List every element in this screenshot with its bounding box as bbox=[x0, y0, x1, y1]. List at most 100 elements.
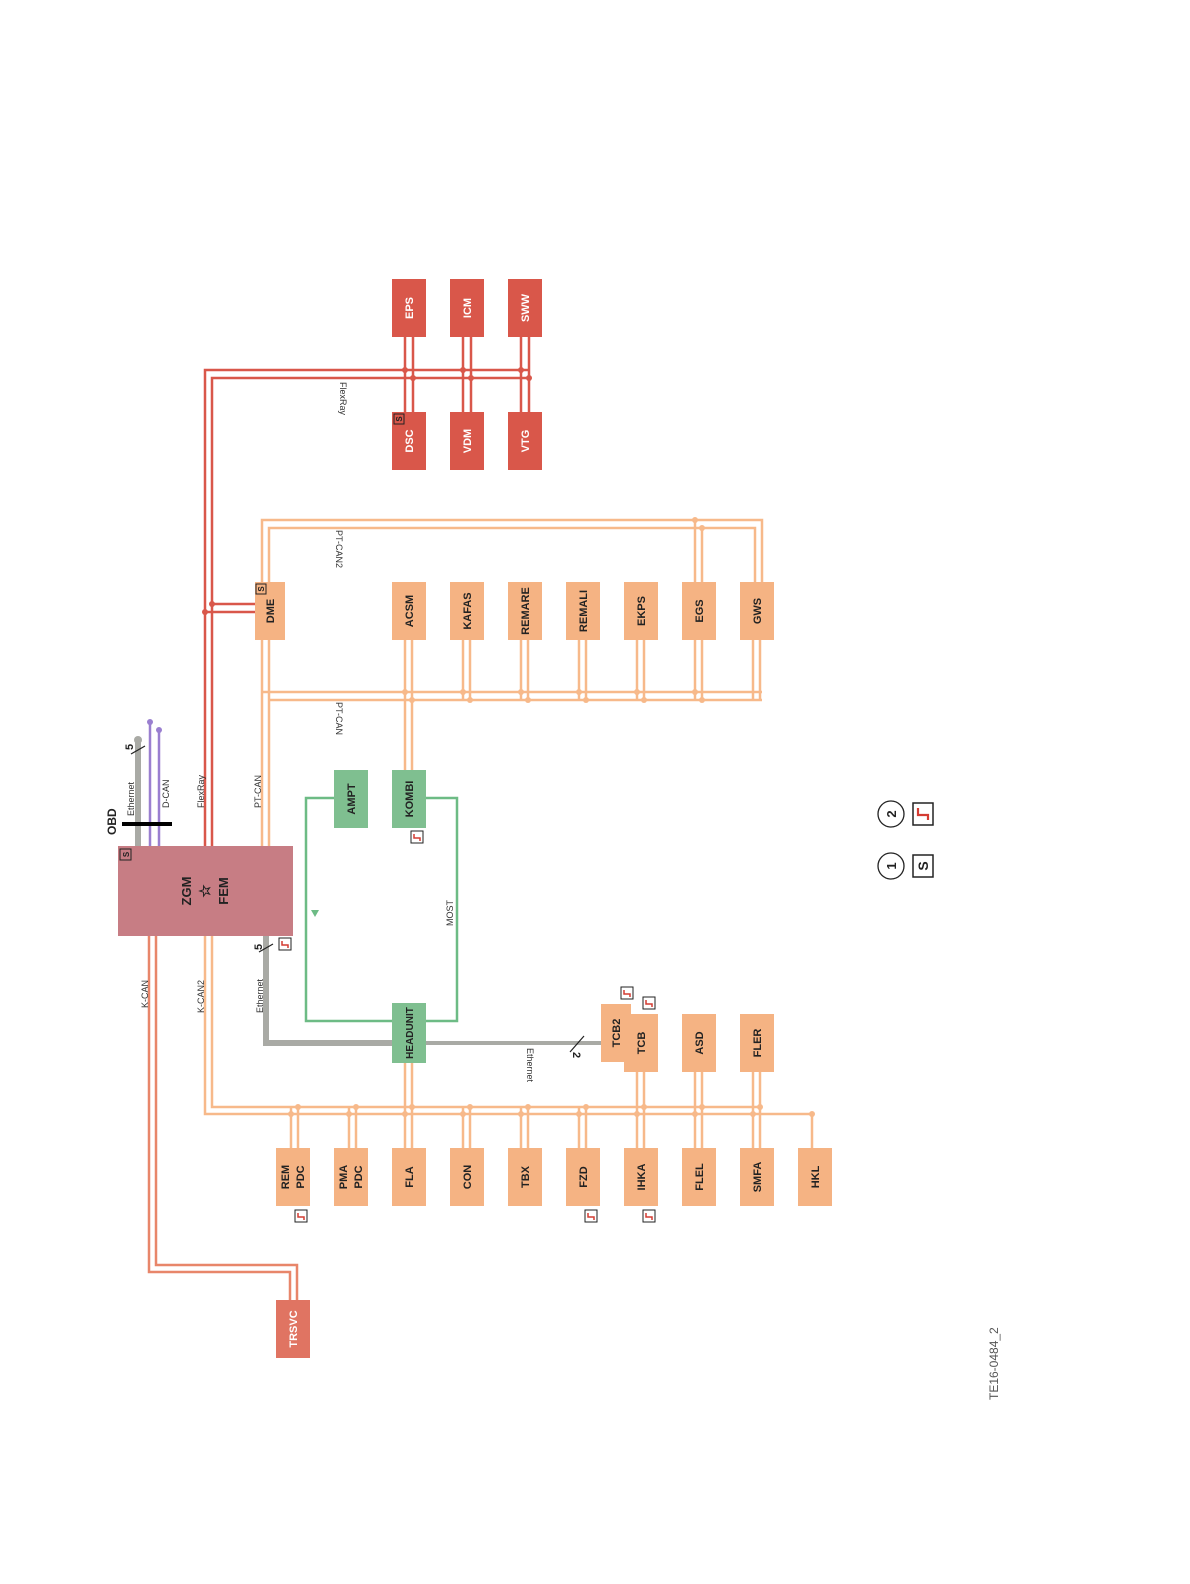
label-ethernet-lower: Ethernet bbox=[255, 978, 265, 1013]
dme-s-badge-text: S bbox=[257, 586, 266, 592]
module-eps: EPS bbox=[392, 279, 426, 337]
module-dsc-label: DSC bbox=[404, 429, 416, 452]
module-headunit: HEADUNIT bbox=[392, 1003, 426, 1063]
module-rem-pdc-label-1: REM bbox=[280, 1165, 292, 1189]
module-con-label: CON bbox=[462, 1165, 474, 1190]
module-pma-pdc: PMAPDC bbox=[334, 1148, 368, 1206]
label-ptcan: PT-CAN bbox=[253, 775, 263, 808]
module-kombi-label: KOMBI bbox=[404, 781, 416, 818]
tcb2-wakeup-icon bbox=[621, 987, 633, 999]
module-acsm: ACSM bbox=[392, 582, 426, 640]
flexray-nodes bbox=[202, 367, 532, 615]
dcan-end-2 bbox=[156, 727, 162, 733]
module-fla: FLA bbox=[392, 1148, 426, 1206]
fem-label: FEM bbox=[216, 877, 231, 904]
module-gws-label: GWS bbox=[752, 598, 764, 624]
module-tbx: TBX bbox=[508, 1148, 542, 1206]
module-remare-label: REMARE bbox=[520, 587, 532, 635]
reference-code: TE16-0484_2 bbox=[987, 1327, 1001, 1400]
module-fzd: FZD bbox=[566, 1148, 600, 1206]
module-eps-label: EPS bbox=[404, 297, 416, 319]
module-smfa: SMFA bbox=[740, 1148, 774, 1206]
module-kafas: KAFAS bbox=[450, 582, 484, 640]
module-flel-label: FLEL bbox=[694, 1163, 706, 1191]
label-flexray: FlexRay bbox=[196, 774, 206, 808]
ihka-wakeup-icon bbox=[643, 1210, 655, 1222]
module-remali-label: REMALI bbox=[578, 590, 590, 632]
zgm-label: ZGM bbox=[179, 877, 194, 906]
legend: 1 S 2 bbox=[878, 801, 933, 879]
module-tcb-label: TCB bbox=[636, 1032, 648, 1055]
module-fla-label: FLA bbox=[404, 1166, 416, 1187]
module-icm: ICM bbox=[450, 279, 484, 337]
obd-label: OBD bbox=[105, 808, 119, 835]
ethernet-lower-count: 5 bbox=[253, 944, 265, 950]
label-most: MOST bbox=[445, 899, 455, 926]
most-direction-arrow bbox=[311, 910, 319, 917]
module-vdm-label: VDM bbox=[462, 429, 474, 453]
module-icm-label: ICM bbox=[462, 298, 474, 318]
module-kafas-label: KAFAS bbox=[462, 592, 474, 629]
obd-dcan-label: D-CAN bbox=[161, 780, 171, 809]
module-headunit-label: HEADUNIT bbox=[405, 1007, 416, 1059]
module-hkl: HKL bbox=[798, 1148, 832, 1206]
module-gws: GWS bbox=[740, 582, 774, 640]
module-ekps: EKPS bbox=[624, 582, 658, 640]
module-sww: SWW bbox=[508, 279, 542, 337]
module-smfa-label: SMFA bbox=[752, 1162, 764, 1193]
kombi-wakeup-icon bbox=[411, 831, 423, 843]
legend-2-number: 2 bbox=[884, 810, 899, 817]
module-egs-label: EGS bbox=[694, 599, 706, 622]
module-asd: ASD bbox=[682, 1014, 716, 1072]
obd-ethernet-end bbox=[134, 736, 142, 744]
module-trsvc-label: TRSVC bbox=[288, 1310, 300, 1347]
legend-1-number: 1 bbox=[884, 862, 899, 869]
label-kcan: K-CAN bbox=[140, 980, 150, 1008]
module-acsm-label: ACSM bbox=[404, 595, 416, 627]
zgm-fem-gateway: ZGM ☆ FEM S bbox=[118, 846, 293, 950]
label-flexray-far: FlexRay bbox=[338, 382, 348, 416]
module-sww-label: SWW bbox=[520, 293, 532, 322]
module-tcb2: TCB2 bbox=[601, 1004, 631, 1062]
module-tcb2-label: TCB2 bbox=[611, 1019, 623, 1048]
dcan-end-1 bbox=[147, 719, 153, 725]
module-asd-label: ASD bbox=[694, 1031, 706, 1054]
rem-pdc-wakeup-icon bbox=[295, 1210, 307, 1222]
label-ptcan2: PT-CAN2 bbox=[334, 530, 344, 568]
kcan-bus bbox=[149, 936, 297, 1300]
tcb-wakeup-icon bbox=[643, 997, 655, 1009]
module-hkl-label: HKL bbox=[810, 1165, 822, 1188]
module-ekps-label: EKPS bbox=[636, 596, 648, 626]
module-pma-pdc-label-1: PMA bbox=[338, 1165, 350, 1190]
module-ihka-label: IHKA bbox=[636, 1164, 648, 1191]
gateway-star-icon: ☆ bbox=[197, 884, 214, 898]
label-kcan2: K-CAN2 bbox=[196, 980, 206, 1013]
label-ptcan-far: PT-CAN bbox=[334, 702, 344, 735]
module-ihka: IHKA bbox=[624, 1148, 658, 1206]
module-vdm: VDM bbox=[450, 412, 484, 470]
legend-1-symbol: S bbox=[915, 861, 931, 870]
dcan-lines bbox=[150, 722, 159, 850]
module-tbx-label: TBX bbox=[520, 1165, 532, 1188]
module-remare: REMARE bbox=[508, 582, 542, 640]
module-fler-label: FLER bbox=[752, 1029, 764, 1058]
flexray-bus bbox=[205, 300, 530, 850]
legend-2-wakeup-icon bbox=[913, 803, 933, 825]
module-vtg-label: VTG bbox=[520, 430, 532, 453]
module-ampt-label: AMPT bbox=[346, 783, 358, 814]
gateway-s-text: S bbox=[122, 851, 131, 857]
module-egs: EGS bbox=[682, 582, 716, 640]
module-rem-pdc-label-2: PDC bbox=[295, 1165, 307, 1188]
obd-count: 5 bbox=[124, 744, 136, 750]
gateway-wakeup-icon bbox=[279, 938, 291, 950]
module-vtg: VTG bbox=[508, 412, 542, 470]
module-dme-label: DME bbox=[265, 599, 277, 623]
obd-ethernet-label: Ethernet bbox=[126, 781, 136, 816]
ethernet-tcb-count: 2 bbox=[570, 1052, 582, 1058]
module-fzd-label: FZD bbox=[578, 1166, 590, 1187]
module-ampt: AMPT bbox=[334, 770, 368, 828]
module-flel: FLEL bbox=[682, 1148, 716, 1206]
dsc-s-badge-text: S bbox=[395, 416, 404, 422]
